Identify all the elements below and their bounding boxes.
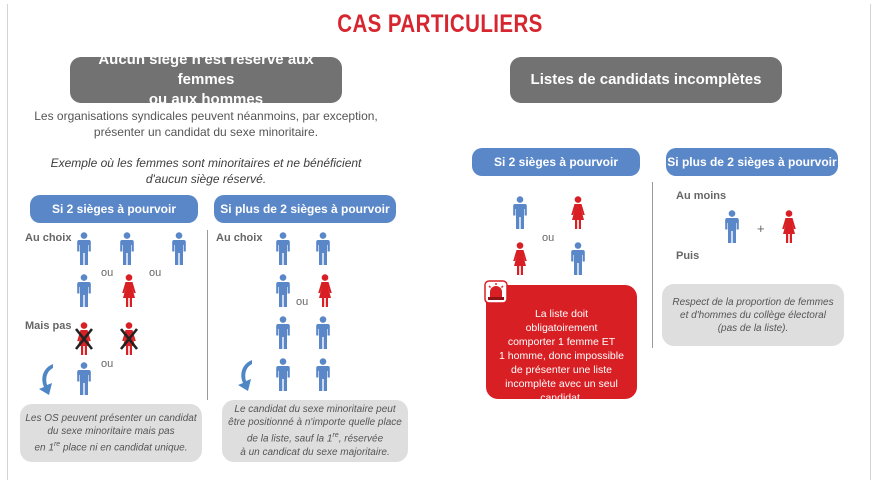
- right-section-header: Listes de candidats incomplètes: [510, 57, 782, 103]
- man-icon: [119, 232, 135, 266]
- man-icon: [275, 316, 291, 350]
- man-icon: [275, 274, 291, 308]
- left-col2-pill: Si plus de 2 sièges à pourvoir: [214, 195, 396, 223]
- right-col1-pill: Si 2 sièges à pourvoir: [472, 148, 640, 176]
- crossed-woman-icon: [118, 322, 140, 356]
- note-text: de la liste, sauf la 1: [246, 433, 333, 445]
- man-icon: [512, 196, 528, 230]
- left-example: Exemple où les femmes sont minoritaires …: [20, 155, 392, 187]
- right-col2-pill: Si plus de 2 sièges à pourvoir: [666, 148, 838, 176]
- left-col1-note-line3: en 1re place ni en candidat unique.: [25, 438, 196, 454]
- note-text: place ni en candidat unique.: [60, 442, 188, 454]
- left-col2-note-line1: Le candidat du sexe minoritaire peut: [234, 404, 396, 416]
- left-example-line2: d'aucun siège réservé.: [145, 172, 267, 186]
- left-col2-choice-label: Au choix: [216, 232, 263, 244]
- woman-icon: [512, 242, 528, 276]
- alert-line6: candidat.: [540, 392, 583, 404]
- right-col2-least-label: Au moins: [676, 190, 727, 202]
- curved-arrow-icon: [238, 360, 252, 391]
- left-example-line1: Exemple où les femmes sont minoritaires …: [50, 156, 362, 170]
- note-text: , réservée: [338, 433, 384, 445]
- left-intro: Les organisations syndicales peuvent néa…: [20, 108, 392, 140]
- woman-icon: [781, 210, 797, 244]
- left-intro-line2: présenter un candidat du sexe minoritair…: [93, 125, 319, 139]
- left-col2-note-line4: à un candicat du sexe majoritaire.: [240, 446, 390, 458]
- woman-icon: [570, 196, 586, 230]
- woman-icon: [317, 274, 333, 308]
- left-header-line2: ou aux hommes: [148, 91, 264, 108]
- left-col2-note-line3: de la liste, sauf la 1re, réservée: [228, 429, 402, 445]
- woman-icon: [121, 274, 137, 308]
- left-col1-not-label: Mais pas: [25, 320, 72, 332]
- right-col2-note-line2: et d'hommes du collège électoral: [680, 309, 826, 321]
- left-header-line1: Aucun siège n'est réservé aux femmes: [98, 51, 314, 88]
- right-frame-border: [870, 4, 871, 480]
- left-section-header: Aucun siège n'est réservé aux femmes ou …: [70, 51, 342, 108]
- alert-line2: comporter 1 femme ET: [507, 336, 616, 348]
- or-label: ou: [542, 232, 555, 244]
- left-col2-note: Le candidat du sexe minoritaire peut êtr…: [222, 400, 408, 462]
- cross-icon: [74, 328, 94, 350]
- left-col1-note: Les OS peuvent présenter un candidat du …: [20, 404, 202, 462]
- or-label: ou: [101, 267, 114, 279]
- alert-line1: La liste doit obligatoirement: [525, 308, 598, 334]
- left-col1-pill: Si 2 sièges à pourvoir: [30, 195, 198, 223]
- right-col2-note-line1: Respect de la proportion de femmes: [672, 296, 834, 308]
- man-icon: [315, 316, 331, 350]
- man-icon: [570, 242, 586, 276]
- right-col2-note-line3: (pas de la liste).: [717, 322, 789, 334]
- left-intro-line1: Les organisations syndicales peuvent néa…: [34, 109, 378, 123]
- right-col2-note: Respect de la proportion de femmes et d'…: [662, 284, 844, 346]
- page-title: CAS PARTICULIERS: [337, 10, 543, 38]
- left-col1-note-line1: Les OS peuvent présenter un candidat: [25, 412, 197, 424]
- right-col2-then-label: Puis: [676, 250, 700, 262]
- right-column-divider: [652, 182, 653, 348]
- man-icon: [76, 232, 92, 266]
- left-col2-note-line2: être positionné à n'importe quelle place: [228, 417, 402, 429]
- man-icon: [275, 232, 291, 266]
- siren-alarm-icon: [484, 280, 508, 304]
- man-icon: [76, 274, 92, 308]
- curved-arrow-icon: [39, 364, 53, 395]
- right-col1-alert: La liste doit obligatoirement comporter …: [486, 285, 637, 404]
- alert-line4: de présenter une liste: [511, 364, 612, 376]
- alert-line5: incomplète avec un seul: [505, 378, 618, 390]
- man-icon: [724, 210, 740, 244]
- left-frame-border: [7, 4, 8, 480]
- man-icon: [315, 232, 331, 266]
- note-text: en 1: [34, 442, 54, 454]
- man-icon: [275, 358, 291, 392]
- man-icon: [76, 362, 92, 396]
- man-icon: [171, 232, 187, 266]
- or-label: ou: [296, 296, 309, 308]
- alert-line3: 1 homme, donc impossible: [499, 350, 624, 362]
- crossed-woman-icon: [73, 322, 95, 356]
- left-column-divider: [207, 230, 208, 400]
- plus-label: +: [757, 221, 765, 236]
- left-col1-note-line2: du sexe minoritaire mais pas: [47, 425, 175, 437]
- or-label: ou: [149, 267, 162, 279]
- left-col1-choice-label: Au choix: [25, 232, 72, 244]
- note-superscript: re: [53, 440, 61, 448]
- man-icon: [315, 358, 331, 392]
- cross-icon: [119, 328, 139, 350]
- note-superscript: re: [332, 432, 339, 440]
- or-label: ou: [101, 358, 114, 370]
